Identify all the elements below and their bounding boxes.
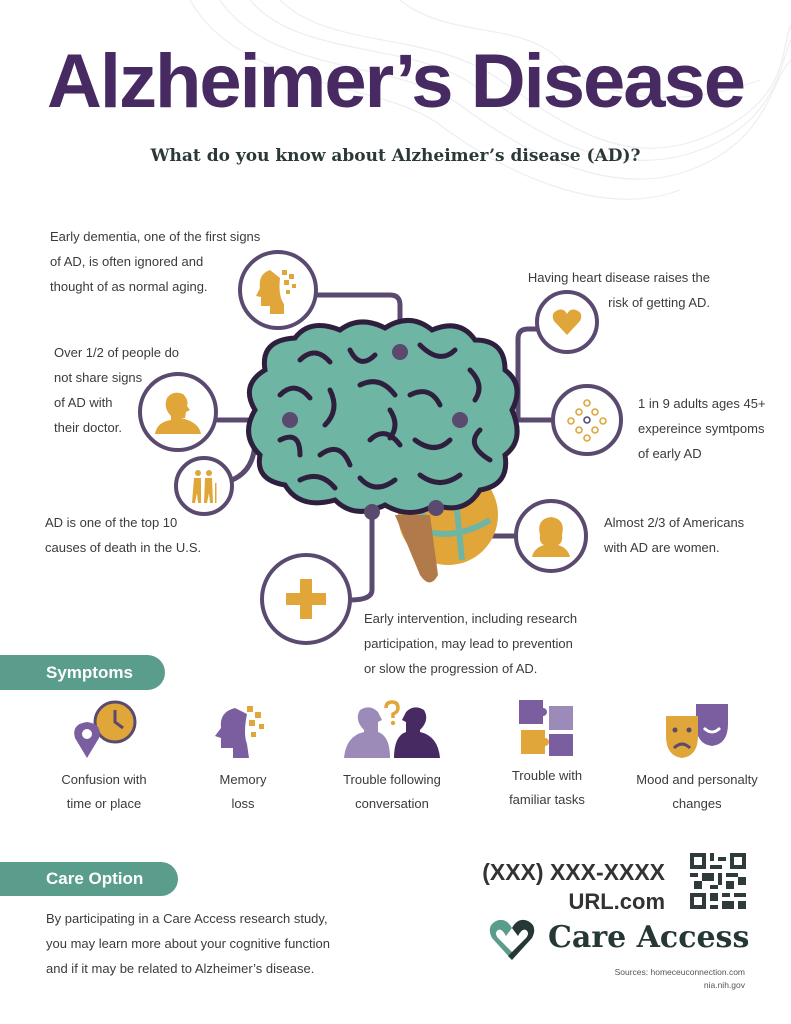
memory-head-icon	[256, 270, 296, 314]
theater-masks-icon	[666, 704, 728, 758]
care-access-brand: Care Access	[548, 920, 750, 955]
heart-icon	[552, 309, 582, 335]
elderly-couple-icon	[192, 470, 217, 503]
fact-line: Over 1/2 of people do	[54, 345, 180, 360]
fact-line: AD is one of the top 10	[45, 515, 178, 530]
heart-circle	[535, 290, 599, 354]
fact-line: Early intervention, including research	[364, 611, 578, 626]
fact-line: participation, may lead to prevention	[364, 636, 573, 651]
website-url[interactable]: URL.com	[568, 889, 665, 914]
symptom-memory: Memory loss	[168, 700, 318, 816]
brain-stem	[395, 515, 438, 583]
woman-circle	[514, 499, 588, 573]
fact-women: Almost 2/3 of Americans with AD are women…	[604, 510, 744, 560]
elderly-couple-circle	[174, 456, 234, 516]
memory-head-icon	[215, 706, 264, 758]
fact-line: with AD are women.	[604, 540, 720, 555]
symptom-label: Trouble following	[343, 772, 441, 787]
page-title: Alzheimer’s Disease	[46, 39, 746, 124]
memory-head-circle	[238, 250, 318, 330]
care-line: you may learn more about your cognitive …	[46, 936, 330, 951]
brain	[246, 318, 520, 515]
fact-share: Over 1/2 of people do not share signs of A…	[54, 340, 179, 440]
phone-number[interactable]: (XXX) XXX-XXXX	[482, 859, 665, 885]
population-icon	[567, 399, 607, 442]
person-circle	[138, 372, 218, 452]
source-line: Sources: homeceuconnection.com	[614, 967, 745, 977]
symptom-confusion: Confusion with time or place	[29, 700, 179, 816]
fact-line: Almost 2/3 of Americans	[604, 515, 745, 530]
care-line: By participating in a Care Access resear…	[46, 911, 328, 926]
woman-icon	[532, 517, 570, 557]
fact-line: not share signs	[54, 370, 143, 385]
fact-line: risk of getting AD.	[608, 295, 710, 310]
fact-line: of AD with	[54, 395, 113, 410]
fact-line: their doctor.	[54, 420, 122, 435]
fact-line: of AD, is often ignored and	[50, 254, 204, 269]
sources: Sources: homeceuconnection.com nia.nih.go…	[615, 966, 745, 992]
care-option-heading: Care Option	[0, 862, 178, 896]
fact-early-dementia: Early dementia, one of the first signs of…	[50, 224, 260, 299]
conversation-icon	[344, 700, 440, 758]
clock-location-icon	[74, 700, 137, 758]
fact-death: AD is one of the top 10 causes of death i…	[45, 510, 201, 560]
symptom-label: familiar tasks	[509, 792, 585, 807]
care-access-logo-icon	[489, 919, 535, 960]
fact-line: 1 in 9 adults ages 45+	[638, 396, 766, 411]
care-line: and if it may be related to Alzheimer’s …	[46, 961, 315, 976]
fact-line: of early AD	[638, 446, 702, 461]
symptom-mood: Mood and personalty changes	[622, 700, 772, 816]
fact-line: expereince symtpoms	[638, 421, 765, 436]
symptom-conversation: Trouble following conversation	[317, 700, 467, 816]
fact-line: thought of as normal aging.	[50, 279, 208, 294]
qr-code[interactable]	[690, 852, 746, 910]
fact-line: or slow the progression of AD.	[364, 661, 538, 676]
symptom-label: conversation	[355, 796, 429, 811]
medical-cross-circle	[260, 553, 352, 645]
page-subtitle: What do you know about Alzheimer’s disea…	[150, 146, 641, 166]
medical-cross-icon	[286, 579, 326, 619]
symptom-label: changes	[672, 796, 722, 811]
brain-diagram	[215, 292, 554, 603]
fact-adults: 1 in 9 adults ages 45+ expereince symtpom…	[638, 391, 766, 466]
symptom-label: Mood and personalty	[636, 772, 758, 787]
fact-intervention: Early intervention, including research pa…	[364, 606, 577, 681]
symptom-label: time or place	[66, 796, 142, 811]
fact-line: Having heart disease raises the	[527, 270, 710, 285]
population-circle	[551, 384, 623, 456]
fact-heart: Having heart disease raises the risk of g…	[528, 265, 710, 315]
fact-line: causes of death in the U.S.	[45, 540, 202, 555]
symptom-label: loss	[231, 796, 255, 811]
source-line: nia.nih.gov	[703, 980, 745, 990]
symptom-label: Memory	[219, 772, 267, 787]
symptoms-heading: Symptoms	[0, 655, 165, 690]
person-icon	[155, 392, 201, 434]
background-contours	[189, 0, 791, 200]
symptom-tasks: Trouble with familiar tasks	[472, 696, 622, 812]
puzzle-icon	[519, 700, 573, 756]
symptom-label: Trouble with	[511, 768, 583, 783]
care-description: By participating in a Care Access resear…	[46, 906, 330, 981]
symptom-label: Confusion with	[61, 772, 147, 787]
fact-line: Early dementia, one of the first signs	[50, 229, 261, 244]
